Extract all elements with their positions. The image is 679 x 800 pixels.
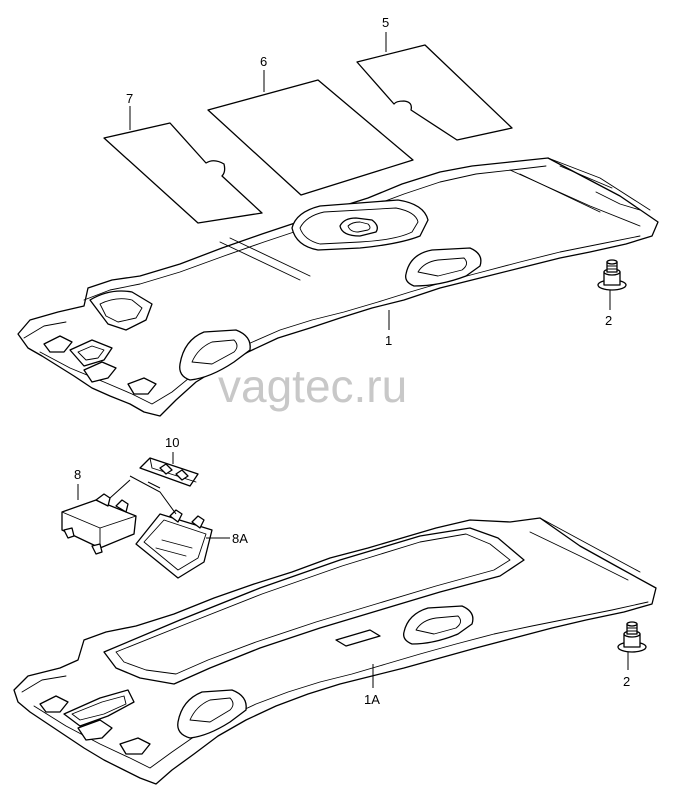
callout-8: 8 <box>74 467 81 482</box>
callout-7: 7 <box>126 91 133 106</box>
callout-10: 10 <box>165 435 179 450</box>
headliner-1a <box>13 517 657 785</box>
callout-5: 5 <box>382 15 389 30</box>
screw-2-top <box>597 259 627 291</box>
insulation-pad-6 <box>207 79 414 196</box>
cover-8a <box>135 509 213 579</box>
callout-2-top: 2 <box>605 313 612 328</box>
callout-2-bottom: 2 <box>623 674 630 689</box>
watermark: vagtec.ru <box>218 360 407 412</box>
insulation-pad-5 <box>356 44 513 141</box>
callout-8a: 8A <box>232 531 248 546</box>
insulation-pad-7 <box>103 122 263 224</box>
callout-6: 6 <box>260 54 267 69</box>
callout-1a: 1A <box>364 692 380 707</box>
leader-10-8a <box>129 475 177 515</box>
leader-8-10 <box>109 479 131 499</box>
screw-2-bottom <box>617 621 647 653</box>
callout-1: 1 <box>385 333 392 348</box>
leader-clip <box>147 481 161 489</box>
light-housing-8 <box>61 493 137 555</box>
headliner-1 <box>17 157 659 417</box>
clip-10 <box>139 457 199 487</box>
